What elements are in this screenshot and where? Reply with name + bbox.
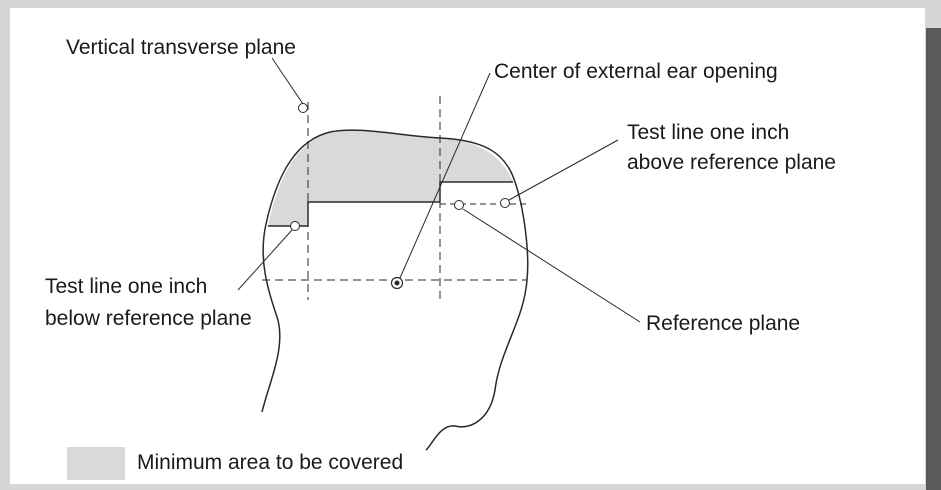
label-reference-plane: Reference plane <box>646 312 801 335</box>
reference-plane-marker <box>454 200 464 210</box>
label-test-line-above-1: Test line one inch <box>627 121 790 144</box>
minimum-coverage-area <box>268 130 513 226</box>
leader-vertical-plane <box>271 57 304 105</box>
leader-ear-center <box>399 72 491 279</box>
label-center-ear-opening: Center of external ear opening <box>494 60 778 83</box>
label-test-line-below-2: below reference plane <box>45 307 252 330</box>
label-test-line-above-2: above reference plane <box>627 151 836 174</box>
test-line-below-marker <box>290 221 300 231</box>
label-vertical-transverse-plane: Vertical transverse plane <box>66 36 296 59</box>
label-test-line-below-1: Test line one inch <box>45 275 208 298</box>
diagram-panel <box>10 8 925 484</box>
ear-center-dot <box>394 280 400 286</box>
leader-reference-plane <box>462 208 641 323</box>
vertical-plane-marker <box>298 103 308 113</box>
legend-swatch <box>67 447 125 480</box>
head-outline <box>261 129 529 451</box>
test-line-above-marker <box>500 198 510 208</box>
legend-label: Minimum area to be covered <box>137 451 404 474</box>
right-edge-bar <box>926 28 941 490</box>
leader-test-line-above <box>508 139 619 201</box>
leader-test-line-below <box>237 229 293 291</box>
